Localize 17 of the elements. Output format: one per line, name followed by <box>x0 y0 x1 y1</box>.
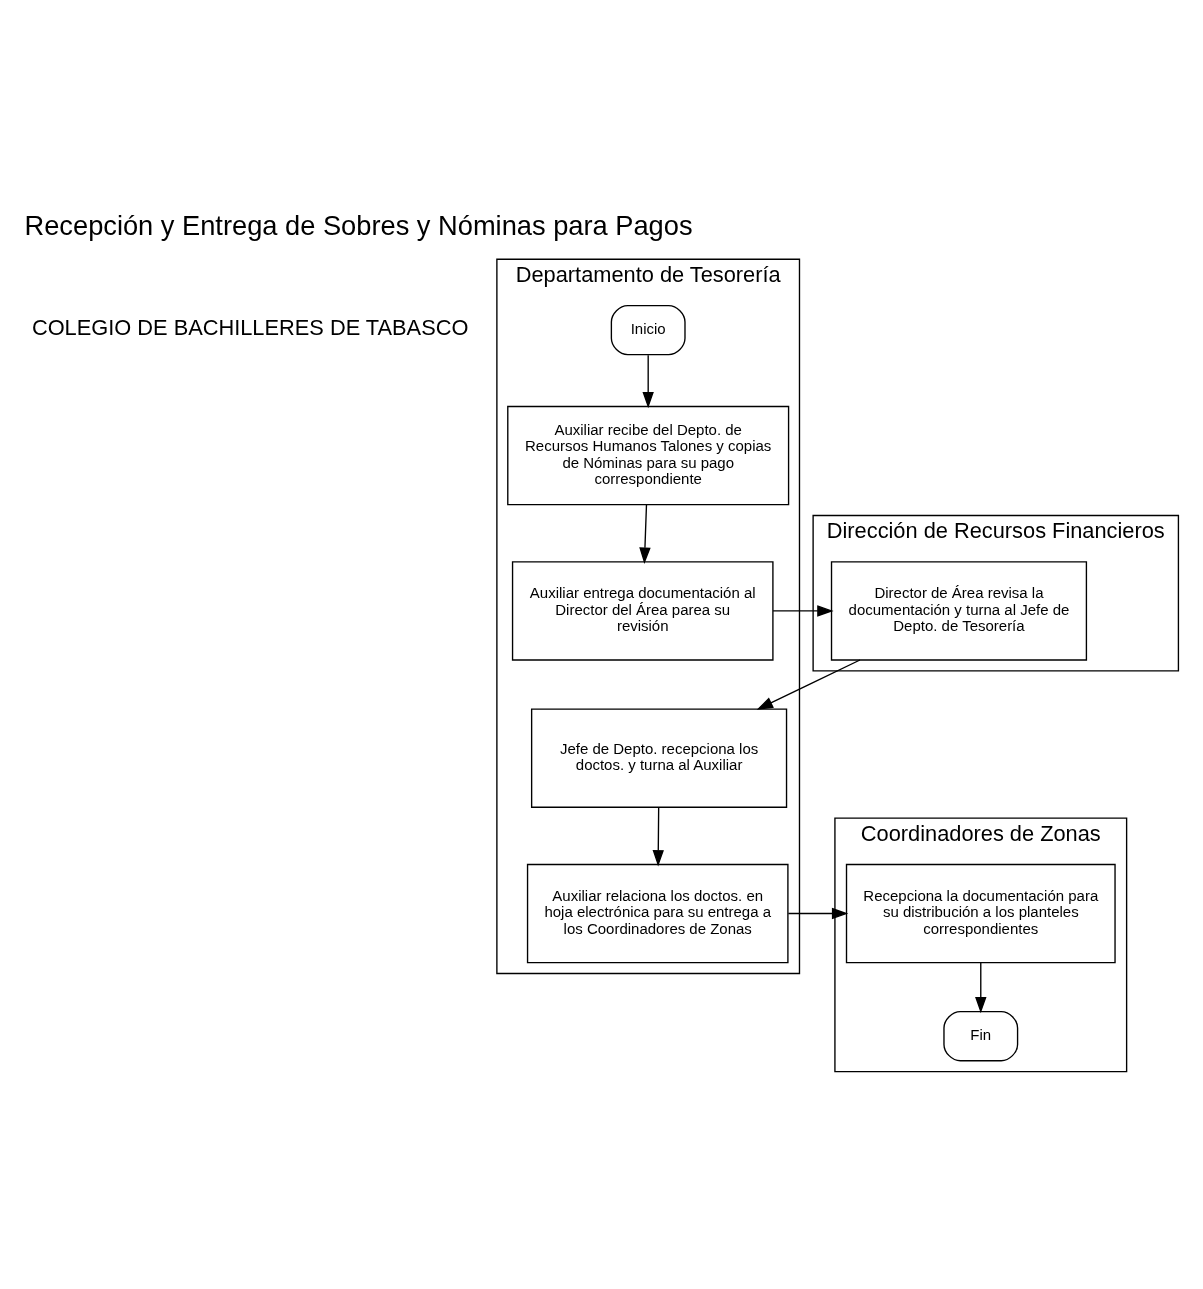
arrow <box>639 503 651 564</box>
node-box: Director de Área revisa la documentación y turna al Jefe de Depto. de Tesorería <box>830 560 1088 661</box>
node-box: Inicio <box>610 304 686 355</box>
label: COLEGIO DE BACHILLERES DE TABASCO <box>31 314 469 340</box>
node-box: Jefe de Depto. recepciona los doctos. y turna al Auxiliar <box>530 707 788 808</box>
arrow <box>787 907 849 919</box>
diagram-title: Recepción y Entrega de Sobres y Nóminas para Pagos <box>24 209 693 241</box>
node-box: Auxiliar recibe del Depto. de Recursos Humanos Talones y copias de Nóminas para su pago correspondiente <box>507 405 790 505</box>
arrow <box>772 604 834 617</box>
node-box: Recepciona la documentación para su distribución a los planteles correspondientes <box>845 863 1116 963</box>
node-box: Auxiliar relaciona los doctos. en hoja electrónica para su entrega a los Coordinadores de Zonas <box>526 863 789 963</box>
node-box: Fin <box>943 1010 1019 1061</box>
arrow <box>756 658 861 710</box>
arrow <box>652 806 664 866</box>
node-box: Auxiliar entrega documentación al Director del Área parea su revisión <box>511 560 774 661</box>
arrow <box>975 961 987 1013</box>
arrow <box>642 353 654 408</box>
